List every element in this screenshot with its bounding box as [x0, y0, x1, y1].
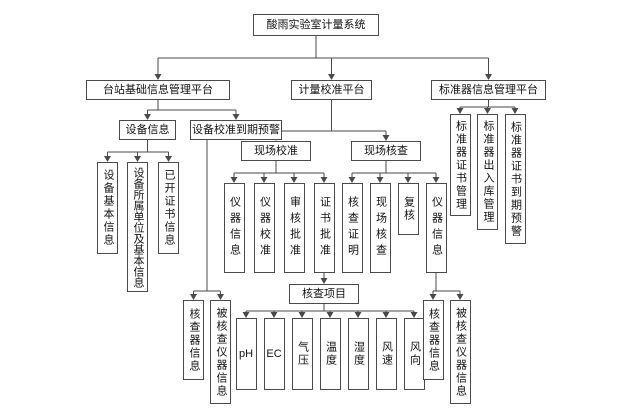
node-std-inout-mgmt: 标准器出入库管理	[477, 114, 498, 230]
node-verified-instrument-info-right: 被核查仪器信息	[449, 300, 471, 404]
node-calibration-expiry-warning: 设备校准到期预警	[190, 120, 282, 140]
node-std-certificate-mgmt: 标准器证书管理	[449, 114, 471, 216]
node-item-wind-direction: 风向	[403, 318, 425, 390]
node-verifier-info-right: 核查器信息	[422, 300, 444, 380]
node-verified-instrument-info-left: 被核查仪器信息	[210, 300, 231, 404]
node-equipment-basic-info: 设备基本信息	[97, 162, 118, 254]
node-platform-standard: 标准器信息管理平台	[431, 80, 546, 100]
node-verifier-info-left: 核查器信息	[183, 300, 204, 380]
node-instrument-info-cal: 仪器信息	[223, 183, 245, 273]
node-equipment-info: 设备信息	[119, 120, 176, 140]
node-issued-certificate-info: 已开证书信息	[158, 162, 179, 254]
node-instrument-info-ver: 仪器信息	[425, 183, 447, 273]
node-recheck: 复核	[397, 183, 419, 235]
node-review-approval: 审核批准	[283, 183, 305, 273]
node-item-wind-speed: 风速	[375, 318, 397, 390]
node-certificate-approval: 证书批准	[313, 183, 335, 273]
node-platform-metrology: 计量校准平台	[291, 80, 372, 100]
node-item-ec: EC	[263, 318, 285, 390]
node-verification-certificate: 核查证明	[341, 183, 363, 273]
node-instrument-calibration: 仪器校准	[253, 183, 275, 273]
node-onsite-verification-sub: 现场核查	[369, 183, 391, 273]
node-onsite-calibration: 现场校准	[241, 141, 311, 161]
node-std-cert-expiry-warning: 标准器证书到期预警	[504, 114, 526, 244]
node-onsite-verification: 现场核查	[351, 141, 421, 161]
node-item-pressure: 气压	[291, 318, 313, 390]
node-platform-station: 台站基础信息管理平台	[86, 80, 230, 100]
node-equipment-unit-info: 设备所属单位及基本信息	[127, 162, 148, 292]
node-item-temperature: 温度	[319, 318, 341, 390]
node-verification-items: 核查项目	[289, 284, 359, 304]
node-root: 酸雨实验室计量系统	[253, 14, 379, 36]
node-item-humidity: 湿度	[347, 318, 369, 390]
node-item-ph: pH	[235, 318, 257, 390]
